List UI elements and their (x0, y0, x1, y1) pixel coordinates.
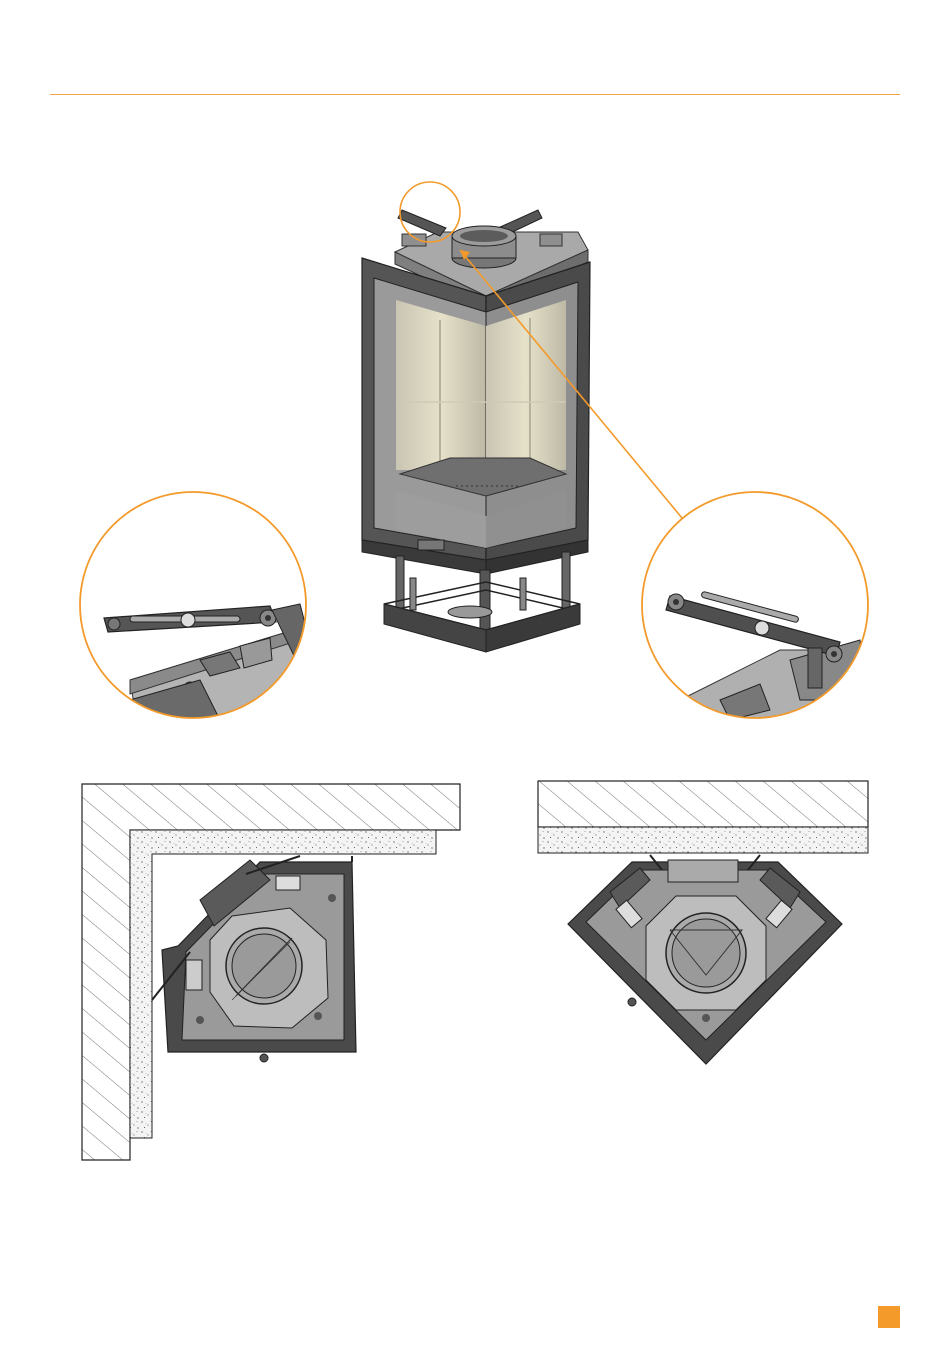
fireplace-insert-icon (362, 210, 590, 652)
corner-installation-plan-icon (82, 784, 460, 1160)
flat-wall-installation-plan-icon (538, 781, 868, 1064)
bracket-detail-left-icon (80, 492, 340, 740)
callout-circle-top (400, 182, 460, 242)
bracket-detail-right-icon (642, 492, 870, 740)
page-corner-marker-icon (878, 1306, 900, 1328)
